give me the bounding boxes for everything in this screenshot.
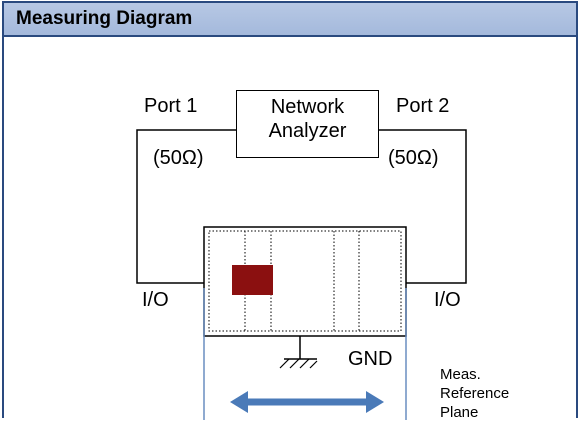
reference-arrow-head-right: [366, 391, 384, 413]
reference-plane-label: Meas. Reference Plane: [440, 365, 509, 422]
component-chip: [232, 265, 273, 295]
wire-port1: [136, 129, 236, 284]
dut-inner-outline: [208, 230, 402, 332]
gnd-label: GND: [348, 348, 393, 370]
reference-label-line1: Meas.: [440, 366, 481, 383]
port1-impedance: (50Ω): [153, 147, 204, 169]
io-left-label: I/O: [142, 289, 169, 311]
io-right-label: I/O: [434, 289, 461, 311]
reference-arrow-head-left: [230, 391, 248, 413]
dut-body: [203, 226, 407, 337]
diagram-canvas: [136, 129, 467, 420]
port2-label: Port 2: [396, 95, 450, 117]
ground-hatch: [299, 358, 310, 369]
network-analyzer-box: Network Analyzer: [236, 90, 379, 158]
panel-title: Measuring Diagram: [4, 3, 576, 37]
analyzer-label-line1: Network: [270, 96, 345, 118]
ground-hatch: [279, 358, 290, 369]
port1-label: Port 1: [144, 95, 198, 117]
ground-hatch: [289, 358, 300, 369]
reference-label-line3: Plane: [440, 404, 479, 421]
wire-port2: [379, 129, 467, 284]
analyzer-label-line2: Analyzer: [268, 120, 347, 142]
port2-impedance: (50Ω): [388, 147, 439, 169]
ground-hatch: [309, 360, 318, 369]
reference-label-line2: Reference: [440, 385, 510, 402]
